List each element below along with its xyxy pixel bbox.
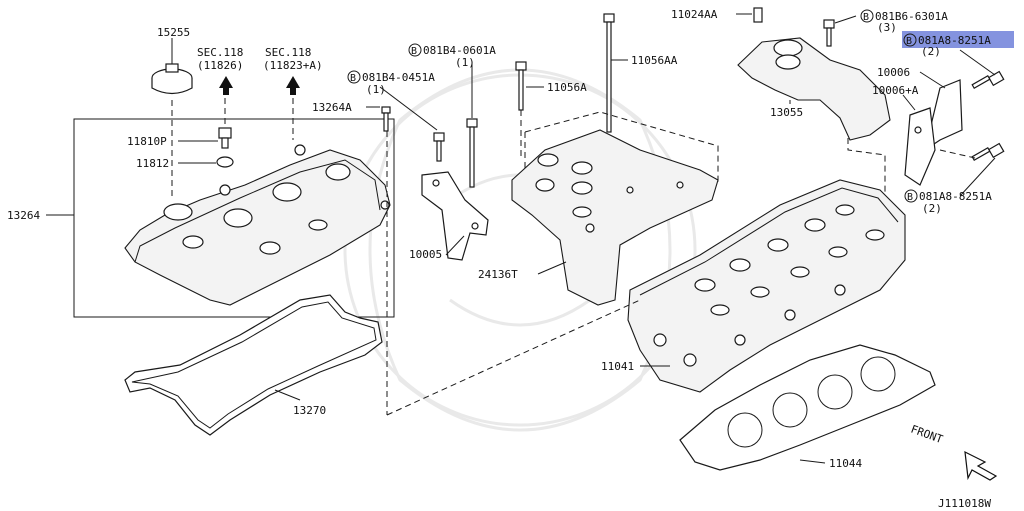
part-label-13270[interactable]: 13270 xyxy=(293,404,326,417)
bolt-marker-label: B xyxy=(907,192,913,203)
bolt-marker-icon xyxy=(347,9,918,203)
grommet-11812[interactable] xyxy=(216,156,234,168)
part-label-13055[interactable]: 13055 xyxy=(770,106,803,119)
bolt-11056AA[interactable] xyxy=(603,13,615,133)
part-label-10005[interactable]: 10005 xyxy=(409,248,442,261)
pcv-valve-11810P[interactable] xyxy=(218,127,232,149)
part-label-11041[interactable]: 11041 xyxy=(601,360,634,373)
part-label-10006[interactable]: 10006 xyxy=(877,66,910,79)
sec-label-a[interactable]: SEC.118 xyxy=(197,46,243,59)
bolt-13264A[interactable] xyxy=(381,106,391,132)
bolt-11056A[interactable] xyxy=(515,61,527,111)
camshaft-bracket-13055[interactable] xyxy=(737,37,891,141)
rocker-cover-group-frame xyxy=(73,118,395,318)
part-label-13264[interactable]: 13264 xyxy=(7,209,40,222)
bolt-081A8-8251A-bottom[interactable] xyxy=(971,142,1005,162)
cylinder-head-11041[interactable] xyxy=(627,179,906,393)
part-label-24136T[interactable]: 24136T xyxy=(478,268,518,281)
qty-081B4-0601A: (1) xyxy=(455,56,475,69)
selected-part-highlight xyxy=(902,31,1014,48)
sec-arrow-b xyxy=(286,76,300,95)
part-label-11056A[interactable]: 11056A xyxy=(547,81,587,94)
front-label: FRONT xyxy=(909,423,945,447)
part-label-11810P[interactable]: 11810P xyxy=(127,135,167,148)
part-label-11044[interactable]: 11044 xyxy=(829,457,862,470)
part-label-10006A[interactable]: 10006+A xyxy=(872,84,919,97)
part-label-11056AA[interactable]: 11056AA xyxy=(631,54,678,67)
part-label-13264A[interactable]: 13264A xyxy=(312,101,352,114)
head-gasket-11044[interactable] xyxy=(679,344,936,471)
diagram-id: J111018W xyxy=(938,497,991,510)
part-label-081A8-8251A-bottom[interactable]: 081A8-8251A xyxy=(919,190,992,203)
bracket-10006A[interactable] xyxy=(904,107,936,186)
sec-arrow-a xyxy=(219,76,233,95)
part-label-081B4-0601A[interactable]: 081B4-0601A xyxy=(423,44,496,57)
part-label-081A8-8251A-top[interactable]: 081A8-8251A xyxy=(918,34,991,47)
part-label-081B6-6301A[interactable]: 081B6-6301A xyxy=(875,10,948,23)
part-label-081B4-0451A[interactable]: 081B4-0451A xyxy=(362,71,435,84)
bolt-081B4-0451A[interactable] xyxy=(433,132,445,162)
part-label-15255[interactable]: 15255 xyxy=(157,26,190,39)
qty-081B6-6301A: (3) xyxy=(877,21,897,34)
qty-081B4-0451A: (1) xyxy=(366,83,386,96)
bracket-24136T[interactable] xyxy=(511,129,719,306)
part-label-11812[interactable]: 11812 xyxy=(136,157,169,170)
bolt-marker-label: B xyxy=(350,73,356,84)
sec-ref-b[interactable]: (11823+A) xyxy=(263,59,323,72)
part-label-11024AA[interactable]: 11024AA xyxy=(671,8,718,21)
bolt-081B6-6301A[interactable] xyxy=(823,19,835,47)
rocker-cover-gasket-13270[interactable] xyxy=(124,294,383,436)
bolt-marker-label: B xyxy=(906,36,912,47)
bolt-081B4-0601A[interactable] xyxy=(466,118,478,188)
sec-ref-a[interactable]: (11826) xyxy=(197,59,243,72)
bolt-081A8-8251A-top[interactable] xyxy=(971,70,1005,90)
bolt-marker-label: B xyxy=(411,46,417,57)
bolt-11024AA[interactable] xyxy=(753,7,763,23)
oil-filler-cap-15255[interactable] xyxy=(151,63,193,95)
bolt-marker-label: B xyxy=(863,12,869,23)
sec-label-b[interactable]: SEC.118 xyxy=(265,46,311,59)
qty-081A8-8251A-top: (2) xyxy=(921,45,941,58)
rocker-cover-13264[interactable] xyxy=(124,144,391,306)
bracket-10005[interactable] xyxy=(421,171,489,261)
front-direction-arrow xyxy=(964,450,998,481)
qty-081A8-8251A-bottom: (2) xyxy=(922,202,942,215)
